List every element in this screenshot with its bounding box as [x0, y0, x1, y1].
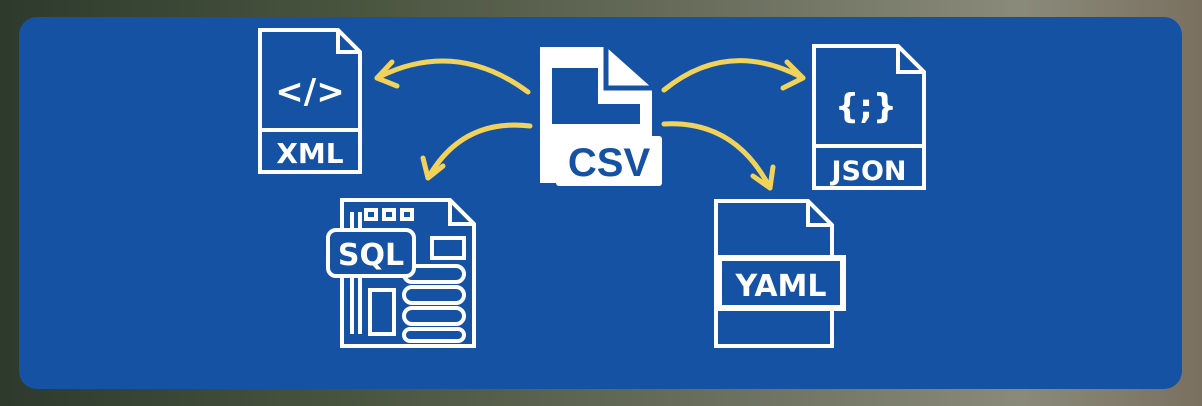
yaml-label: YAML: [734, 269, 826, 304]
json-label: JSON: [829, 156, 906, 187]
arrow-csv-to-json: [661, 58, 806, 93]
json-file-icon: {;} JSON: [812, 44, 926, 190]
arrow-csv-to-sql: [420, 122, 533, 181]
json-glyph: {;}: [835, 87, 897, 127]
sql-label: SQL: [338, 238, 404, 273]
xml-file-icon: </> XML: [258, 28, 362, 174]
arrow-csv-to-xml: [374, 58, 531, 95]
csv-file-icon: CSV: [540, 47, 662, 186]
xml-label: XML: [276, 137, 343, 170]
arrow-csv-to-yaml: [661, 121, 776, 191]
csv-label: CSV: [568, 141, 651, 185]
sql-database-file-icon: SQL: [326, 198, 476, 348]
yaml-file-icon: YAML: [714, 199, 846, 348]
xml-glyph: </>: [275, 72, 344, 112]
